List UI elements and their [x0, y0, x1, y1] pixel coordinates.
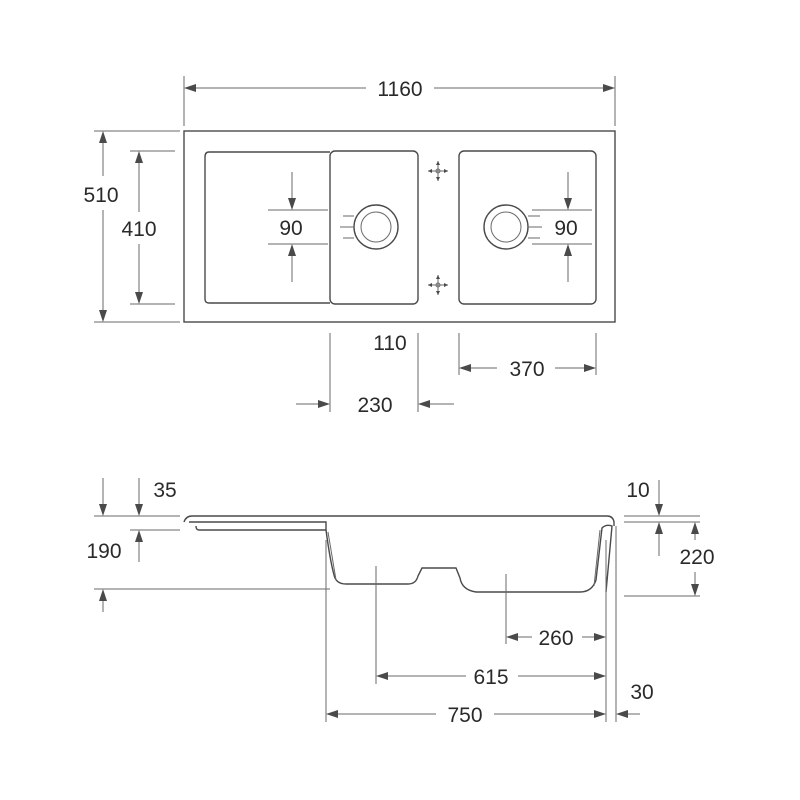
dimension-label: 750	[447, 704, 482, 727]
dimension-label: 190	[86, 540, 121, 563]
dimension-label: 410	[121, 218, 156, 241]
drainer-area	[204, 151, 330, 304]
dimension-drain-distance: 615	[376, 666, 606, 689]
dimension-small-bowl: 230	[296, 333, 454, 417]
dimension-label: 370	[509, 358, 544, 381]
tap-hole-icon	[428, 161, 448, 181]
dimension-label: 615	[473, 666, 508, 689]
dimension-label: 30	[630, 681, 653, 704]
dimension-overall-depth: 510	[83, 130, 180, 323]
dimension-total-depth: 220	[624, 522, 715, 597]
dimension-bowl-height: 190	[86, 529, 330, 612]
dimension-waste-left: 90	[268, 172, 328, 282]
sink-outline	[183, 130, 616, 323]
bowl-profile	[325, 524, 613, 593]
dimension-bowl-depth: 410	[121, 150, 175, 305]
dimension-label: 35	[153, 479, 176, 502]
small-bowl	[329, 150, 419, 305]
dimension-label: 10	[626, 479, 649, 502]
dimension-label: 90	[279, 217, 302, 240]
large-bowl	[458, 150, 597, 305]
sink-rim	[183, 515, 615, 526]
dimension-label: 1160	[377, 78, 422, 101]
dimension-tap-strip: 110	[373, 332, 419, 412]
dimension-edge: 30	[616, 681, 654, 718]
dimension-label: 260	[538, 627, 573, 650]
dimension-label: 220	[679, 546, 714, 569]
dimension-large-bowl: 370	[458, 333, 597, 381]
dimension-overall-width: 1160	[183, 76, 616, 126]
tap-hole-icon	[428, 275, 448, 295]
top-view: 1160 510 410 90	[83, 76, 616, 417]
drainer-profile	[189, 521, 327, 531]
dimension-waste-right: 90	[532, 172, 592, 282]
dimension-label: 230	[357, 394, 392, 417]
waste-outlet-icon	[483, 204, 542, 250]
waste-outlet-icon	[340, 204, 399, 250]
dimension-drain-offset: 260	[506, 627, 606, 650]
dimension-rim-right: 10	[624, 479, 700, 556]
dimension-label: 510	[83, 184, 118, 207]
dimension-label: 90	[554, 217, 577, 240]
dimension-label: 110	[373, 332, 406, 355]
dimension-rim-height: 35	[94, 478, 180, 517]
dimension-cabinet-width: 750	[326, 704, 606, 727]
side-view: 35 190 10 220	[86, 478, 715, 727]
